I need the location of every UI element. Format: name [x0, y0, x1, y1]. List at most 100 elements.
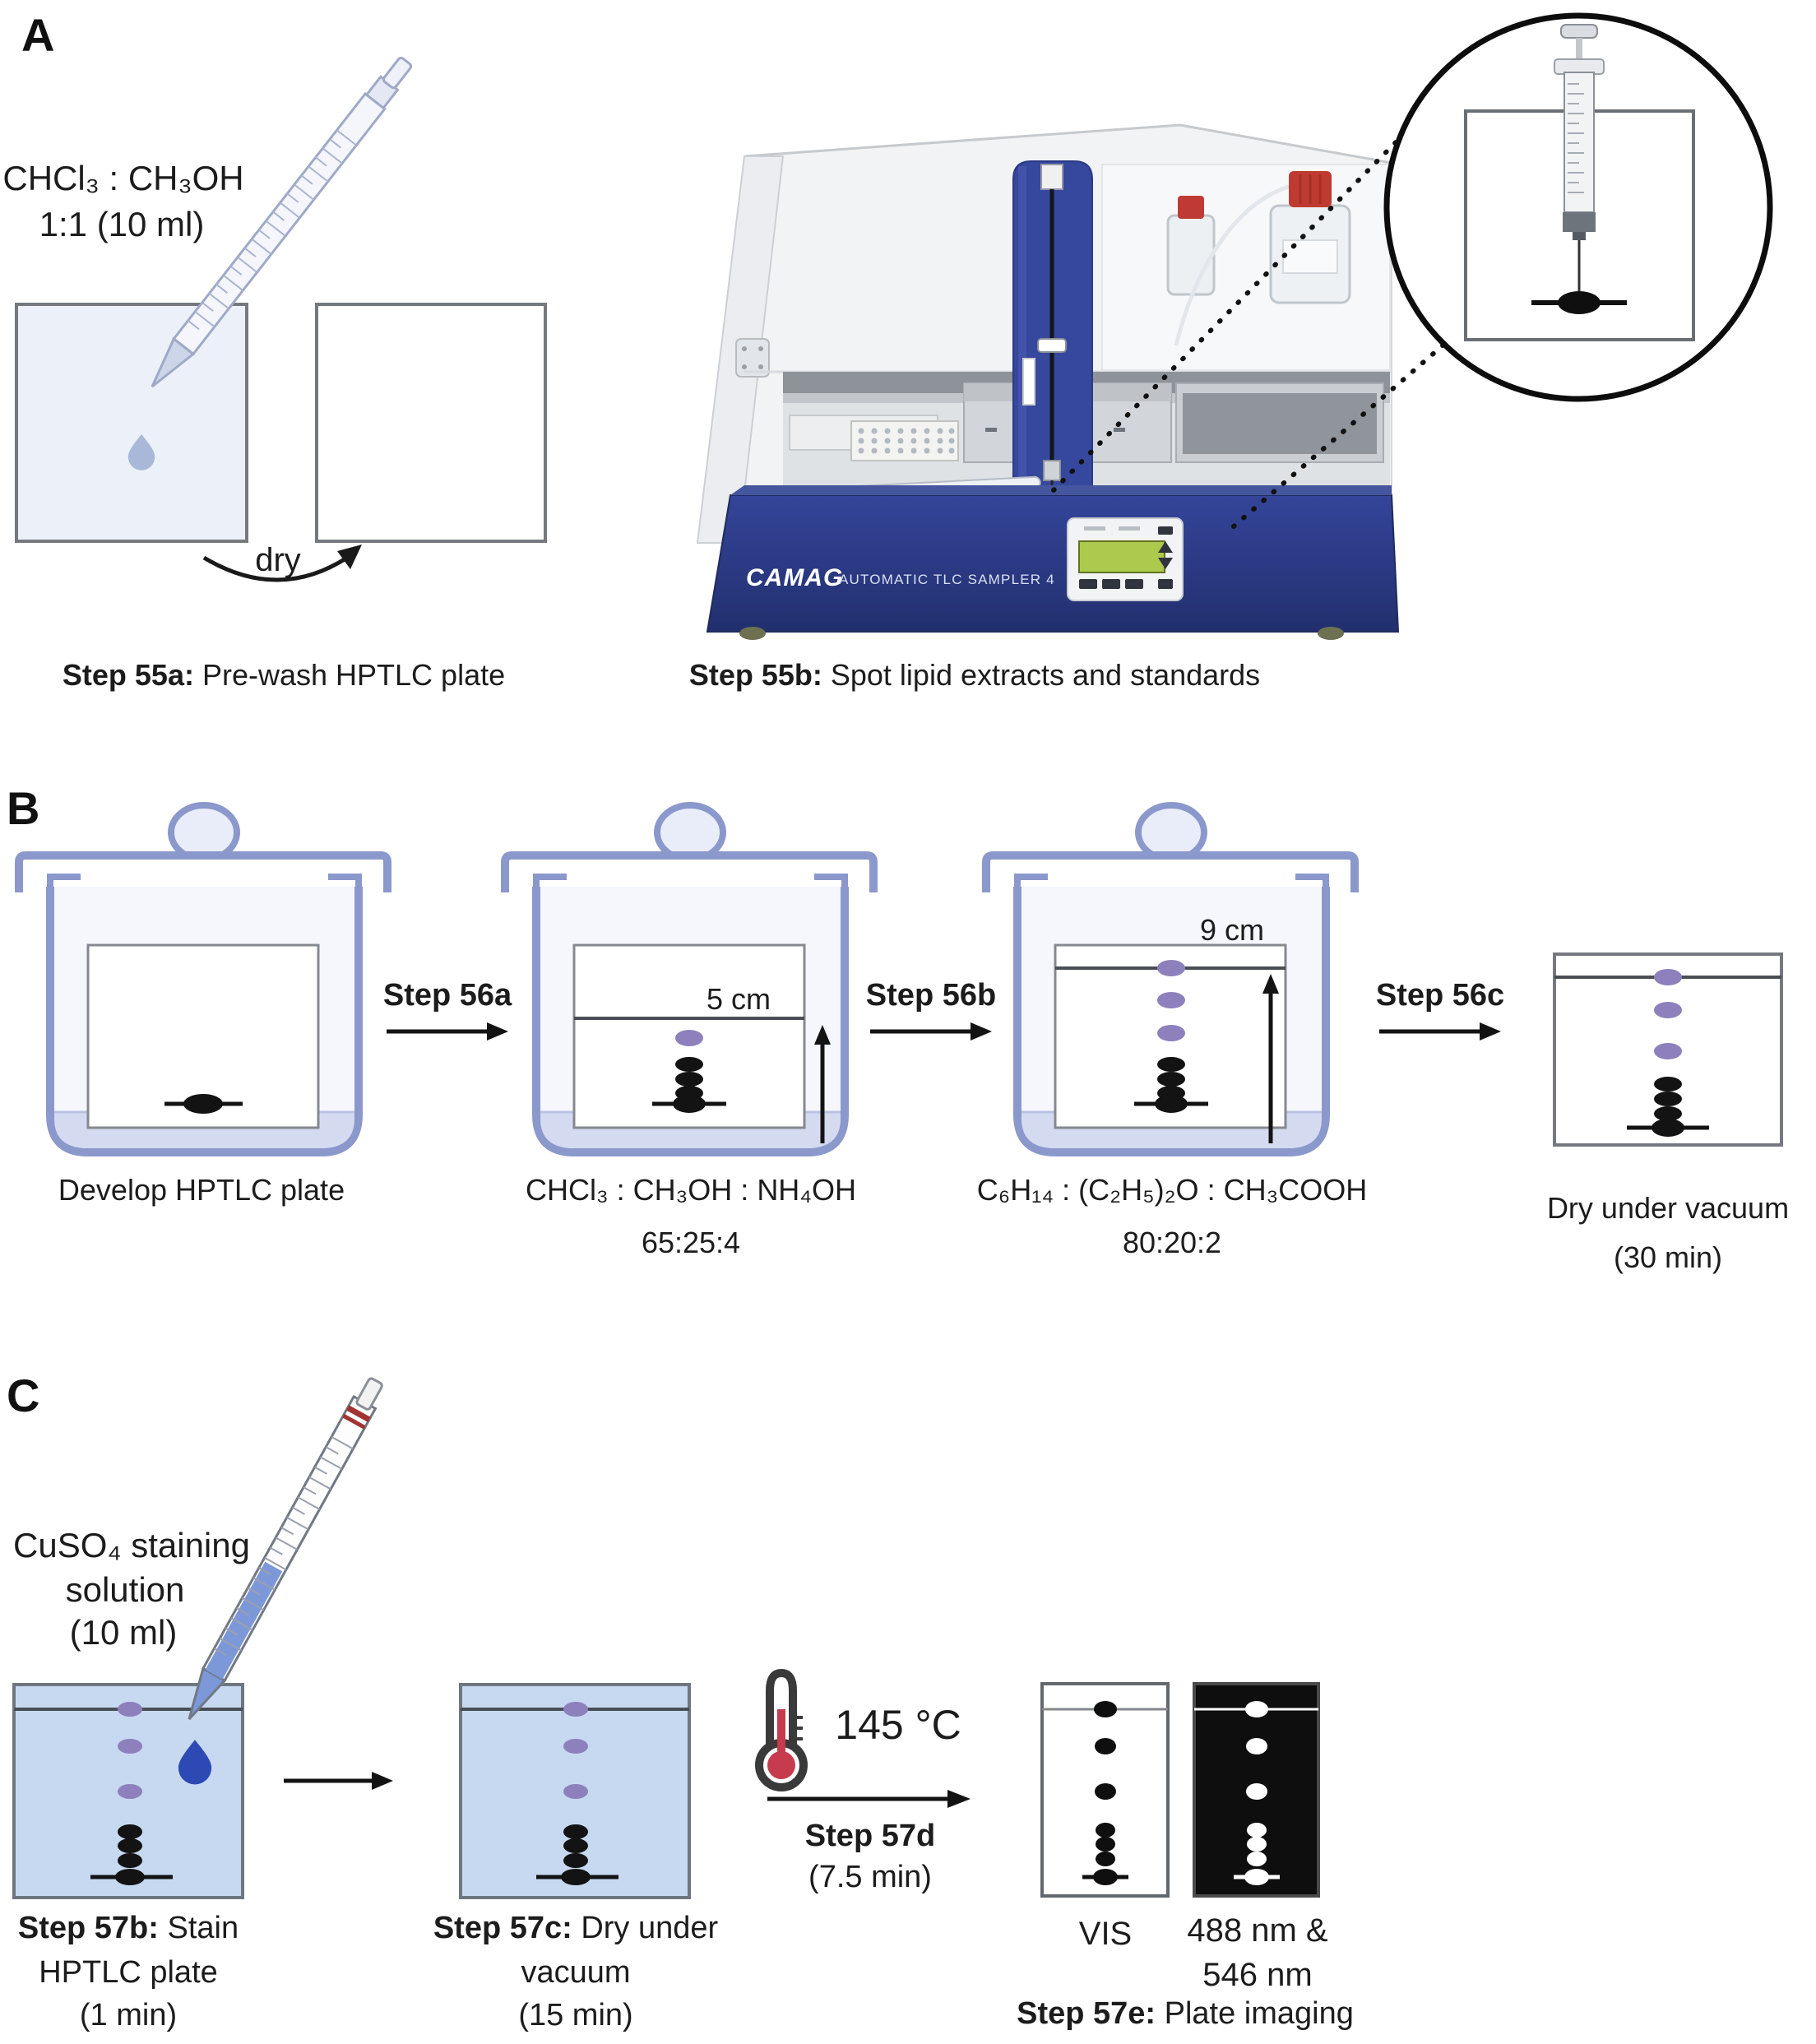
dosing-tower: [1012, 160, 1093, 504]
panel-c-label: C: [7, 1370, 40, 1421]
lipid-spot-purple: [675, 1030, 703, 1046]
lipid-spot: [675, 1072, 703, 1087]
thermometer-icon: [755, 1668, 808, 1791]
lipid-spot: [1096, 1837, 1115, 1852]
jar2-caption-line2: 65:25:4: [641, 1226, 741, 1259]
origin-spot: [1652, 1119, 1684, 1137]
stain-text-line3: (10 ml): [69, 1613, 178, 1652]
origin-spot: [115, 1869, 145, 1885]
lipid-spot: [118, 1824, 142, 1839]
lipid-spot: [1094, 1701, 1117, 1717]
plate4-caption-line1: Dry under vacuum: [1546, 1191, 1790, 1225]
jar3-caption-line1: C₆H₁₄ : (C₂H₅)₂O : CH₃COOH: [976, 1173, 1368, 1207]
fluorescence-label-line1: 488 nm &: [1187, 1912, 1328, 1949]
step-57d-time: (7.5 min): [808, 1860, 932, 1894]
step-56b-label: Step 56b: [865, 978, 997, 1013]
lipid-spot: [1096, 1823, 1115, 1838]
temperature-label: 145 °C: [835, 1702, 961, 1748]
lipid-spot-white: [1247, 1852, 1267, 1866]
stained-plate-1: [12, 1683, 244, 1899]
lipid-spot-purple: [1654, 1043, 1682, 1059]
hptlc-plate-prewash: [15, 303, 248, 543]
lipid-spot-purple: [1157, 1025, 1185, 1041]
lipid-spot-purple: [1157, 960, 1185, 976]
lipid-spot-purple: [118, 1784, 142, 1799]
vis-label: VIS: [1078, 1916, 1133, 1952]
step-56a-label: Step 56a: [382, 978, 512, 1013]
inset-sample-spot: [1558, 291, 1601, 314]
dry-label: dry: [255, 542, 301, 578]
syringe-fitting-icon: [1040, 164, 1063, 190]
lipid-spot-purple: [118, 1702, 142, 1717]
stain-text-line1: CuSO₄ staining: [13, 1526, 250, 1564]
migration-arrow-icon: [1262, 974, 1279, 1143]
solvent-bottle-bay: [1101, 164, 1391, 371]
step-arrow-56a: [387, 1022, 508, 1041]
jar-lid: [982, 851, 1359, 892]
panel-button: [1102, 579, 1120, 589]
step-arrow-56c: [1379, 1022, 1501, 1041]
origin-spot: [1244, 1869, 1269, 1885]
vis-plate: [1040, 1682, 1170, 1898]
step-57c-caption-line1: Step 57c: Dry under: [433, 1911, 719, 1945]
origin-spot: [1093, 1869, 1118, 1885]
machine-control-panel: [1067, 517, 1184, 601]
lipid-spot-purple: [1157, 992, 1185, 1008]
vial-rack-icon: [850, 420, 959, 461]
hptlc-plate-dry: [315, 303, 547, 543]
origin-spot: [673, 1095, 706, 1113]
jar-lid: [501, 851, 878, 892]
tlc-sampler-machine: CAMAG AUTOMATIC TLC SAMPLER 4: [696, 123, 1400, 640]
distance-5cm-label: 5 cm: [706, 982, 771, 1016]
panel-a-label: A: [21, 9, 55, 61]
step-arrow-56b: [870, 1022, 992, 1041]
migration-arrow-icon: [814, 1025, 831, 1143]
lipid-spot: [563, 1838, 588, 1853]
distance-9cm-label: 9 cm: [1199, 913, 1265, 947]
step-55b-caption: Step 55b: Spot lipid extracts and standa…: [688, 658, 1261, 692]
lipid-spot: [1654, 1106, 1682, 1121]
lipid-spot-white: [1246, 1738, 1267, 1754]
spotting-inset: [1383, 12, 1773, 402]
step-57b-caption-line1: Step 57b: Stain: [17, 1911, 239, 1945]
lipid-spot-white: [1245, 1701, 1268, 1717]
machine-model-label: AUTOMATIC TLC SAMPLER 4: [839, 572, 1055, 587]
lipid-spot-purple: [563, 1702, 588, 1717]
lipid-spot: [1157, 1057, 1185, 1072]
developing-jar-3: [982, 802, 1359, 1156]
pipette-icon: [151, 56, 413, 388]
bottle-cap-icon: [1178, 196, 1204, 219]
lipid-spot-white: [1247, 1823, 1267, 1838]
lipid-spot: [1096, 1852, 1115, 1866]
stain-pipette-icon: [188, 1377, 383, 1721]
step-56c-label: Step 56c: [1375, 978, 1505, 1013]
lipid-spot-purple: [1654, 969, 1682, 985]
lcd-display: [1078, 540, 1165, 573]
origin-spot: [561, 1869, 591, 1885]
lipid-spot: [563, 1853, 588, 1868]
step-arrow-57bc: [284, 1772, 393, 1790]
origin-spot: [183, 1094, 223, 1114]
lipid-spot: [563, 1824, 588, 1839]
step-57c-caption-line3: (15 min): [518, 1998, 633, 2032]
panel-button: [1158, 526, 1173, 535]
lipid-spot: [118, 1838, 142, 1853]
panel-b-label: B: [7, 782, 40, 834]
step-57c-caption-line2: vacuum: [521, 1955, 631, 1990]
step-55a-caption: Step 55a: Pre-wash HPTLC plate: [62, 658, 506, 692]
lipid-spot-white: [1246, 1783, 1267, 1800]
dried-plate: [1553, 952, 1783, 1147]
step-57d-label: Step 57d: [804, 1819, 936, 1853]
jar-lid: [15, 851, 391, 892]
lipid-spot: [1654, 1092, 1682, 1106]
panel-button: [1158, 579, 1173, 589]
developing-jar-2: [501, 802, 878, 1156]
staining-solution-liquid: [205, 1561, 283, 1680]
arrow-down-button: [1158, 558, 1173, 569]
developing-jar-1: [15, 802, 391, 1156]
arrow-up-button: [1158, 541, 1173, 553]
lipid-spot-purple: [563, 1739, 588, 1754]
step-arrow-57d: [767, 1790, 971, 1808]
machine-brand-label: CAMAG: [746, 564, 843, 591]
syringe-icon: [1554, 24, 1605, 296]
